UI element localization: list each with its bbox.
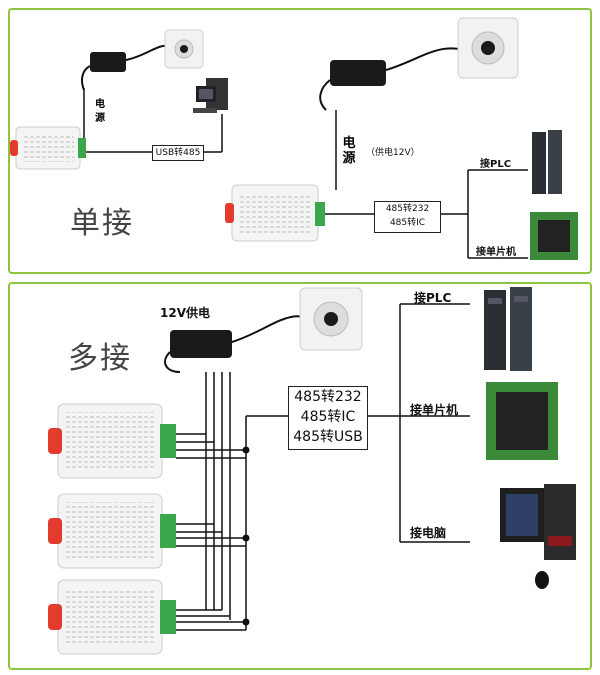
converter-multi-line-1: 485转232 (294, 389, 362, 405)
plc-label-single: 接PLC (480, 159, 512, 170)
device-bus-wires (176, 415, 288, 631)
single-connection-title: 单接 (70, 206, 134, 241)
sensor-device-multi-3 (48, 579, 176, 655)
usb-to-485-box: USB转485 (152, 145, 204, 161)
power-supply-note: （供电12V） (366, 148, 420, 158)
power-adapter-large (319, 47, 471, 111)
converter-single-line-2: 485转IC (389, 218, 426, 228)
power-label-multi: 12V供电 (160, 306, 210, 320)
computer-small (193, 78, 228, 113)
plc-label-multi: 接PLC (414, 291, 452, 305)
desktop-computer-multi (500, 484, 576, 589)
bus-junction-dots (242, 446, 250, 626)
converter-multi-line-3: 485转USB (293, 429, 363, 445)
mcu-board-single (530, 212, 578, 260)
power-bus-wires (205, 372, 231, 620)
power-label-vertical-1: 电源 (95, 99, 105, 124)
converter-multi-line-2: 485转IC (300, 409, 356, 425)
converter-box-multi: 485转232 485转IC 485转USB (288, 386, 368, 450)
plc-module-single (532, 130, 562, 194)
power-adapter-small (81, 44, 176, 91)
converter-box-single: 485转232 485转IC (374, 201, 441, 233)
power-label-vertical-2: 电源 (342, 136, 356, 166)
power-adapter-multi (164, 315, 317, 373)
output-bus-wires (366, 303, 470, 543)
wall-socket-multi (299, 287, 363, 351)
mcu-label-single: 接单片机 (476, 247, 516, 258)
wall-socket-small (164, 29, 204, 69)
plc-module-multi (484, 287, 532, 371)
wall-socket-large (457, 17, 519, 79)
sensor-device-multi-1 (48, 403, 176, 479)
mcu-label-multi: 接单片机 (410, 403, 459, 417)
sensor-device-single-1 (10, 126, 86, 170)
sensor-device-multi-2 (48, 493, 176, 569)
pc-label-multi: 接电脑 (410, 526, 447, 540)
converter-single-line-1: 485转232 (385, 204, 430, 214)
sensor-device-single-2 (225, 184, 325, 242)
multi-connection-title: 多接 (68, 341, 132, 376)
mcu-board-multi (486, 382, 558, 460)
